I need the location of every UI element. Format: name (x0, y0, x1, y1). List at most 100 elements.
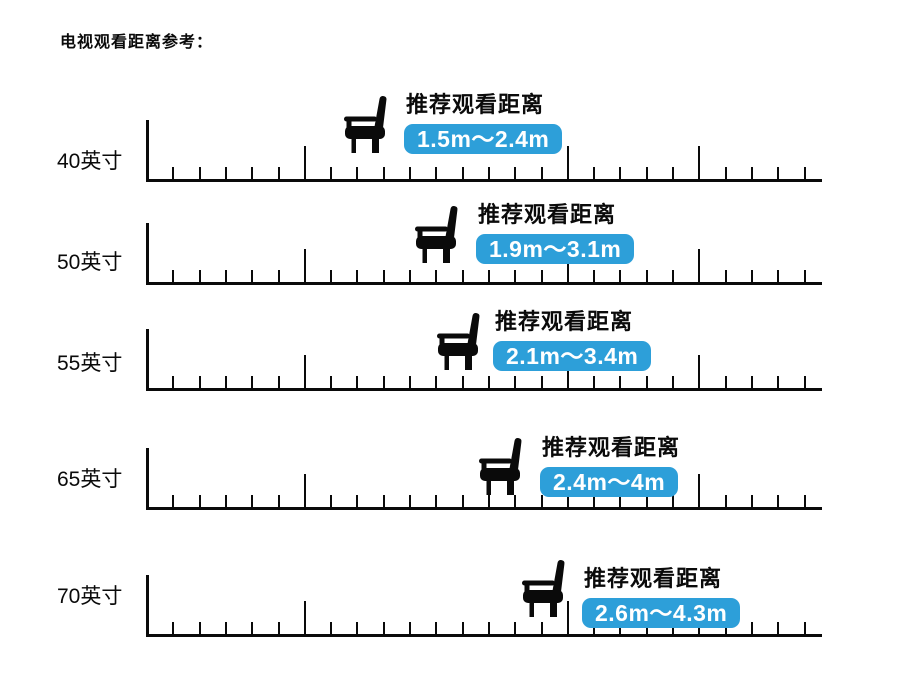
ruler-tick (751, 376, 753, 388)
ruler-tick (672, 622, 674, 634)
recommendation-callout: 推荐观看距离 2.1m～3.4m (493, 311, 652, 371)
ruler-tick (541, 376, 543, 388)
ruler-tick (698, 249, 700, 282)
ruler-tick (804, 376, 806, 388)
ruler-tick (356, 270, 358, 282)
distance-range-badge: 1.9m～3.1m (476, 234, 635, 264)
ruler-tick (751, 495, 753, 507)
ruler-tick (672, 167, 674, 179)
ruler-tick (199, 622, 201, 634)
ruler-tick (751, 167, 753, 179)
ruler-tick (777, 167, 779, 179)
ruler-tick (278, 270, 280, 282)
ruler-tick (804, 167, 806, 179)
tv-size-label: 70英寸 (57, 585, 123, 608)
row-70-inch: 70英寸 推荐观看距离 2.6m～4.3m (0, 545, 901, 637)
ruler-tick (514, 167, 516, 179)
ruler-tick (646, 622, 648, 634)
ruler-tick (304, 249, 306, 282)
ruler-tick (619, 270, 621, 282)
ruler-tick (435, 270, 437, 282)
recommendation-callout: 推荐观看距离 1.9m～3.1m (476, 202, 635, 264)
ruler-tick (225, 270, 227, 282)
ruler-tick (278, 495, 280, 507)
ruler-tick (330, 622, 332, 634)
ruler-tick (383, 167, 385, 179)
ruler-tick (172, 376, 174, 388)
ruler-tick (462, 270, 464, 282)
ruler-tick (804, 495, 806, 507)
ruler-tick (593, 622, 595, 634)
ruler-tick (225, 622, 227, 634)
distance-range-badge: 2.1m～3.4m (493, 341, 652, 371)
ruler-tick (514, 270, 516, 282)
tv-size-label: 55英寸 (57, 352, 123, 375)
ruler-tick (199, 495, 201, 507)
ruler-tick (698, 474, 700, 507)
ruler-tick (593, 376, 595, 388)
ruler-tick (278, 622, 280, 634)
ruler-tick (567, 146, 569, 179)
ruler-axis (146, 220, 822, 285)
ruler-tick (619, 376, 621, 388)
ruler-tick (646, 495, 648, 507)
ruler-tick (146, 120, 149, 179)
distance-range-badge: 2.6m～4.3m (582, 598, 741, 628)
ruler-tick (409, 167, 411, 179)
ruler-tick (514, 376, 516, 388)
ruler-tick (646, 270, 648, 282)
ruler-tick (725, 376, 727, 388)
ruler-tick (514, 622, 516, 634)
ruler-tick (488, 270, 490, 282)
row-55-inch: 55英寸 推荐观看距离 2.1m～3.4m (0, 299, 901, 391)
ruler-tick (593, 270, 595, 282)
ruler-tick (725, 167, 727, 179)
recommend-label: 推荐观看距离 (478, 202, 617, 227)
ruler-tick (567, 601, 569, 634)
page-title: 电视观看距离参考： (60, 34, 214, 51)
ruler-tick (488, 495, 490, 507)
ruler-tick (251, 622, 253, 634)
ruler-tick (409, 376, 411, 388)
ruler-tick (672, 270, 674, 282)
ruler-tick (541, 622, 543, 634)
ruler-tick (435, 495, 437, 507)
ruler-tick (383, 495, 385, 507)
ruler-tick (146, 575, 149, 634)
ruler-tick (488, 167, 490, 179)
ruler-tick (330, 376, 332, 388)
row-40-inch: 40英寸 推荐观看距离 1.5m～2.4m (0, 90, 901, 182)
ruler-tick (514, 495, 516, 507)
ruler-tick (435, 622, 437, 634)
ruler-tick (383, 622, 385, 634)
ruler-tick (225, 376, 227, 388)
ruler-tick (251, 270, 253, 282)
ruler-tick (777, 376, 779, 388)
ruler-tick (356, 167, 358, 179)
ruler-axis (146, 117, 822, 182)
ruler-tick (356, 495, 358, 507)
ruler-tick (462, 495, 464, 507)
ruler-tick (462, 622, 464, 634)
ruler-tick (672, 495, 674, 507)
ruler-tick (593, 495, 595, 507)
ruler-tick (199, 167, 201, 179)
ruler-tick (725, 495, 727, 507)
ruler-tick (593, 167, 595, 179)
ruler-tick (672, 376, 674, 388)
ruler-tick (567, 355, 569, 388)
ruler-tick (409, 495, 411, 507)
armchair-icon (415, 206, 458, 263)
ruler-tick (646, 376, 648, 388)
ruler-tick (330, 167, 332, 179)
ruler-tick (541, 167, 543, 179)
recommendation-callout: 推荐观看距离 2.6m～4.3m (582, 568, 741, 628)
ruler-tick (777, 495, 779, 507)
ruler-tick (304, 355, 306, 388)
ruler-tick (356, 376, 358, 388)
row-50-inch: 50英寸 推荐观看距离 1.9m～3.1m (0, 193, 901, 285)
ruler-tick (304, 146, 306, 179)
ruler-tick (225, 167, 227, 179)
ruler-axis (146, 326, 822, 391)
ruler-tick (172, 622, 174, 634)
